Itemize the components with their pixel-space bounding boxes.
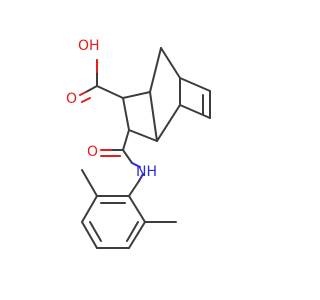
bond-ring-5 — [128, 221, 146, 249]
bond-c4-bridgehead-right — [156, 104, 181, 142]
bond-c3-amide-carbon — [122, 129, 130, 151]
bond-amide-cn-blue — [131, 162, 141, 168]
bond-bridgehead-c2 — [122, 91, 151, 99]
bonds — [79, 47, 211, 249]
bond-c2-carboxyl-carbon — [96, 85, 124, 99]
bond-c2-c3 — [122, 97, 130, 131]
hydroxyl-label: OH — [78, 38, 100, 54]
bond-c3-c4 — [128, 129, 158, 142]
amine-nh-label: NH — [136, 164, 157, 180]
bond-alkene-1 — [179, 104, 211, 119]
bond-bridgehead-bridge-left — [149, 47, 162, 93]
bond-n-aryl-blue — [138, 173, 144, 182]
bond-bridge-bridgehead-right — [160, 47, 181, 79]
bond-ring-inner-2 — [89, 221, 102, 242]
bond-carboxyl-co-red — [79, 91, 87, 96]
bond-ring-6 — [128, 195, 146, 223]
bond-amide-cn — [122, 149, 133, 164]
carbonyl-oxygen-acid-label: O — [66, 91, 77, 107]
bond-methyl-left — [81, 169, 98, 197]
atom-labels: OH O O NH — [66, 38, 157, 180]
bond-n-aryl — [128, 180, 140, 197]
bond-carboxyl-co — [85, 85, 98, 93]
bond-c4-bridgehead — [149, 91, 158, 142]
bond-ring-2 — [81, 195, 98, 223]
bond-carboxyl-co-double — [81, 97, 91, 103]
bond-ring-3 — [81, 221, 98, 249]
bond-ring-inner-3 — [126, 221, 139, 242]
molecule-diagram: OH O O NH — [66, 38, 211, 249]
bond-alkene-3 — [179, 77, 211, 92]
carbonyl-oxygen-amide-label: O — [87, 144, 98, 160]
